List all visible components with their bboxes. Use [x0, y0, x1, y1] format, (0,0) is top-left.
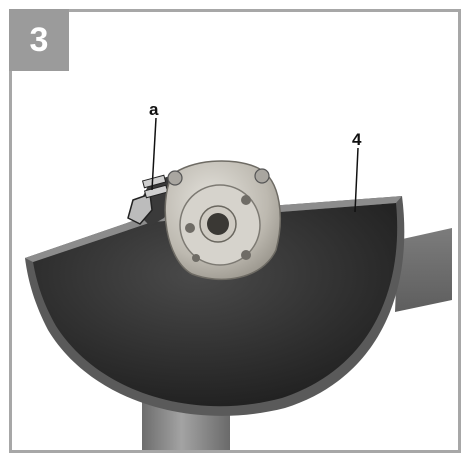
callout-label-4: 4	[352, 130, 362, 149]
step-number-badge: 3	[9, 9, 69, 71]
spindle-bore	[207, 213, 229, 235]
wheel-guard-body	[33, 203, 398, 407]
grinder-arm	[395, 228, 452, 312]
flange-screw	[167, 170, 183, 186]
leader-line-4	[354, 147, 359, 213]
leader-line-a	[151, 117, 157, 191]
flange-screw	[254, 168, 270, 184]
callout-label-a: a	[149, 100, 159, 119]
